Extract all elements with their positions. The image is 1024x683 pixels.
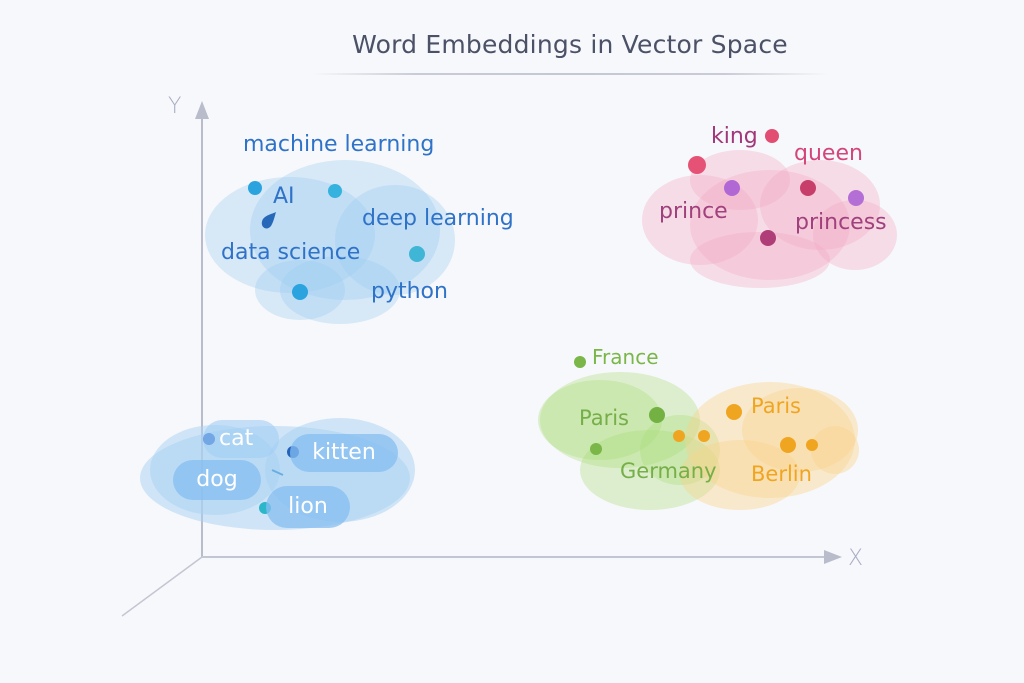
- page-title: Word Embeddings in Vector Space: [352, 30, 788, 59]
- word-label-cat: cat: [219, 426, 254, 451]
- word-label-data-science: data science: [221, 240, 361, 265]
- word-label-berlin: Berlin: [751, 462, 812, 486]
- word-label-dog: dog: [196, 467, 238, 492]
- data-point: [724, 180, 740, 196]
- word-label-king: king: [711, 124, 758, 149]
- geo-points: [574, 356, 818, 455]
- word-label-deep-learning: deep learning: [362, 206, 514, 231]
- word-pill-kitten: kitten: [290, 434, 398, 472]
- data-point: [590, 443, 602, 455]
- data-point: [248, 181, 262, 195]
- word-label-kitten: kitten: [312, 440, 376, 465]
- word-label-queen: queen: [794, 141, 863, 166]
- data-point: [574, 356, 586, 368]
- tech-points: [248, 181, 425, 300]
- data-point: [760, 230, 776, 246]
- data-point: [726, 404, 742, 420]
- data-point: [800, 180, 816, 196]
- ai-pin-marker-icon: [261, 212, 276, 229]
- data-point: [328, 184, 342, 198]
- word-label-princess: princess: [795, 210, 887, 235]
- word-pill-cat: cat: [203, 420, 279, 458]
- data-point: [688, 156, 706, 174]
- data-point: [780, 437, 796, 453]
- data-point: [698, 430, 710, 442]
- word-label-paris-country: Paris: [579, 406, 629, 430]
- x-axis-arrow-icon: [824, 550, 842, 564]
- word-label-paris-capital: Paris: [751, 394, 801, 418]
- data-point: [673, 430, 685, 442]
- word-pill-lion: lion: [266, 486, 350, 528]
- data-point: [292, 284, 308, 300]
- word-label-france: France: [592, 345, 659, 369]
- data-point: [409, 246, 425, 262]
- word-label-lion: lion: [288, 494, 328, 519]
- data-point: [765, 129, 779, 143]
- royalty-points: [688, 129, 864, 246]
- word-label-germany: Germany: [620, 459, 717, 483]
- countries-cluster-blob: [538, 372, 720, 510]
- y-axis-label: Y: [168, 94, 182, 119]
- word-label-ai: AI: [273, 184, 295, 209]
- word-pill-dog: dog: [173, 460, 261, 500]
- word-label-prince: prince: [659, 199, 728, 224]
- tech-cluster-blob: [205, 160, 455, 324]
- x-axis-label: X: [848, 546, 864, 571]
- data-point: [806, 439, 818, 451]
- data-point: [848, 190, 864, 206]
- royalty-cluster-blob: [642, 150, 897, 288]
- title-underline: [312, 73, 828, 75]
- word-label-machine-learning: machine learning: [243, 132, 435, 157]
- data-point: [649, 407, 665, 423]
- word-label-python: python: [371, 279, 448, 304]
- y-axis-arrow-icon: [195, 101, 209, 119]
